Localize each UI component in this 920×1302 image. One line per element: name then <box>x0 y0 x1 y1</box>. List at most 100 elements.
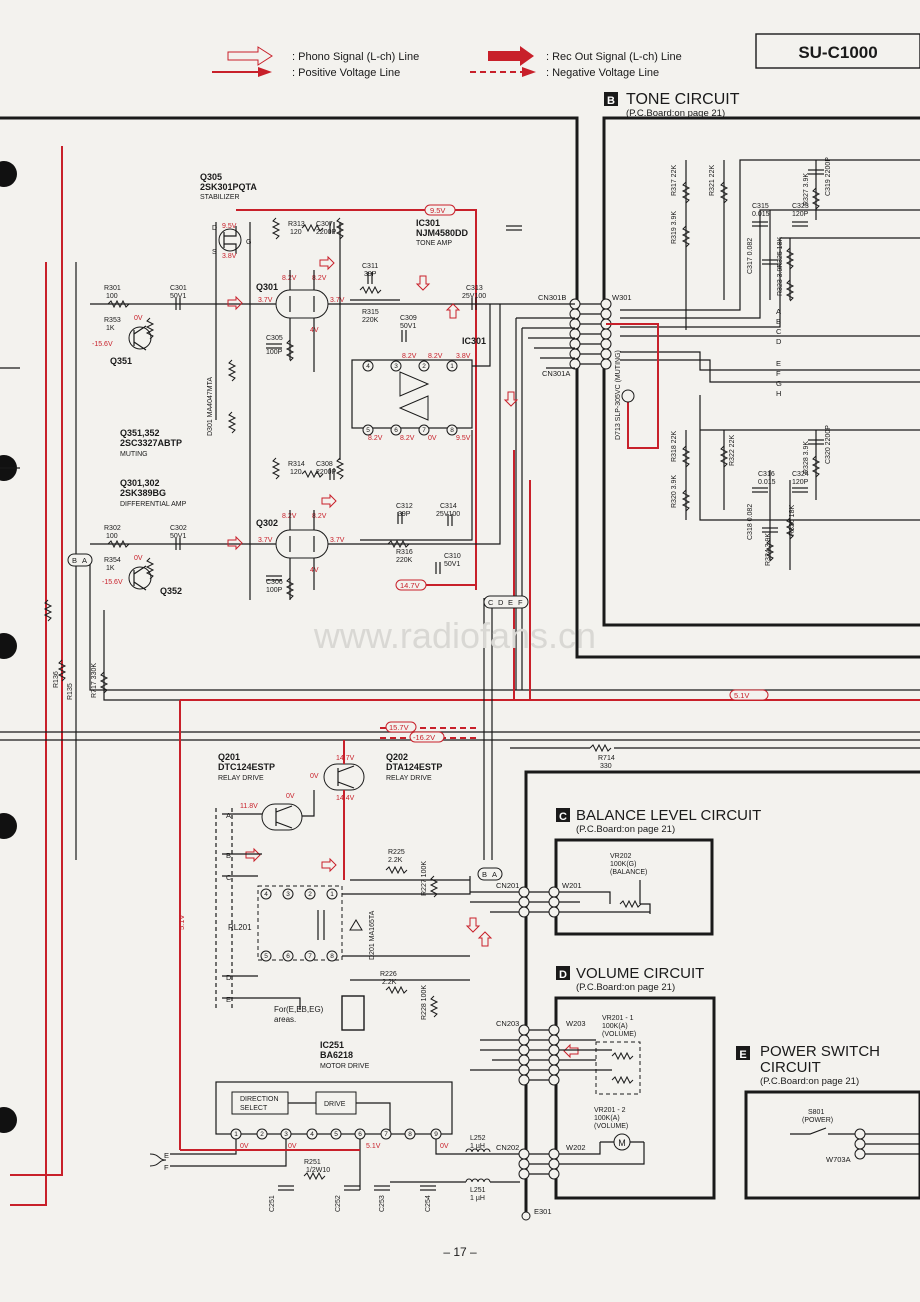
l251-value: 1 µH <box>470 1195 485 1202</box>
svg-text:2: 2 <box>422 363 426 370</box>
c316-label: C316 <box>758 471 775 478</box>
vr201-1-label: VR201 - 1 <box>602 1015 634 1022</box>
l252-value: 1 µH <box>470 1143 485 1150</box>
svg-text:D: D <box>212 225 217 232</box>
relay-b: B <box>226 851 231 860</box>
svg-text:B: B <box>72 556 77 565</box>
svg-text:Q351: Q351 <box>110 356 132 366</box>
tone-board-border <box>602 116 920 627</box>
c301-value: 50V1 <box>170 293 186 300</box>
power-board-box <box>744 1090 920 1200</box>
r225 <box>385 865 408 875</box>
model-number: SU-C1000 <box>798 43 877 62</box>
ic301-opamp-b <box>398 395 429 421</box>
page-number: – 17 – <box>443 1245 477 1259</box>
e301-ground <box>521 1211 531 1221</box>
svg-text:3: 3 <box>394 363 398 370</box>
svg-text:14.4V: 14.4V <box>336 795 355 802</box>
c305-label: C305 <box>266 335 283 342</box>
svg-text:5.1V: 5.1V <box>366 1143 381 1150</box>
power-pcb-note: (P.C.Board:on page 21) <box>760 1076 859 1087</box>
r227 <box>429 875 439 898</box>
r227-label: R227 100K <box>421 861 428 896</box>
svg-text:4: 4 <box>366 363 370 370</box>
relay-d: D <box>226 973 232 982</box>
plus-9v5-tag <box>424 204 456 216</box>
s801-switch[interactable] <box>790 1127 856 1135</box>
legend-phono: : Phono Signal (L-ch) Line <box>292 51 419 63</box>
svg-text:8.2V: 8.2V <box>282 275 297 282</box>
tone-port-c: C <box>776 327 782 336</box>
binding-hole <box>0 1107 17 1133</box>
vr202-function: (BALANCE) <box>610 869 647 876</box>
vr202-pot <box>619 899 642 909</box>
svg-text:Q301: Q301 <box>256 282 278 292</box>
svg-text:RELAY DRIVE: RELAY DRIVE <box>218 775 264 782</box>
d201-label: D201 MA165TA <box>369 910 376 960</box>
svg-text:RELAY DRIVE: RELAY DRIVE <box>386 775 432 782</box>
svg-text:3.8V: 3.8V <box>222 253 237 260</box>
vr201-1-value: 100K(A) <box>602 1023 628 1030</box>
svg-text:6: 6 <box>358 1131 362 1138</box>
svg-text:0V: 0V <box>440 1143 449 1150</box>
l251 <box>465 1178 491 1183</box>
svg-text:A: A <box>492 870 497 879</box>
watermark-text: www.radiofans.cn <box>313 615 596 656</box>
ic301-role: TONE AMP <box>416 240 452 247</box>
svg-text:Q352: Q352 <box>160 586 182 596</box>
motor-letter: M <box>618 1138 626 1148</box>
r301-label: R301 <box>104 285 121 292</box>
svg-text:DTA124ESTP: DTA124ESTP <box>386 762 442 772</box>
s801-function: (POWER) <box>802 1117 833 1124</box>
svg-text:CN301B: CN301B <box>538 293 566 302</box>
svg-text:2: 2 <box>308 891 312 898</box>
vr201-2-label: VR201 - 2 <box>594 1107 626 1114</box>
svg-text:5: 5 <box>366 427 370 434</box>
ic301-ref: IC301 <box>416 218 440 228</box>
c307-value: 2200P <box>316 229 337 236</box>
svg-text:8: 8 <box>330 953 334 960</box>
plus-14v7-tag <box>395 579 427 591</box>
r326-label: R326 18K <box>789 505 796 536</box>
vr201-2-pot <box>611 1075 634 1085</box>
q351-transistor: Q351 0V -15.6V <box>92 315 152 366</box>
ic301-type: NJM4580DD <box>416 228 469 238</box>
lower-signal-path <box>90 304 501 545</box>
r319-label: R319 3.9K <box>671 211 678 244</box>
r317-label: R317 22K <box>671 165 678 196</box>
direction-select-text2: SELECT <box>240 1105 268 1112</box>
rl201-label: RL201 <box>228 923 252 932</box>
c313-value: 25V100 <box>462 293 486 300</box>
c315-value: 0.015 <box>752 211 770 218</box>
svg-text:0V: 0V <box>310 773 319 780</box>
vr201-1-pot <box>611 1051 634 1061</box>
s801-label: S801 <box>808 1109 824 1116</box>
r314-label: R314 <box>288 461 305 468</box>
svg-text:3.8V: 3.8V <box>456 353 471 360</box>
c301-label: C301 <box>170 285 187 292</box>
w703a-pins <box>854 1128 866 1160</box>
model-box <box>755 33 920 69</box>
svg-text:8.2V: 8.2V <box>428 353 443 360</box>
svg-text:8: 8 <box>408 1131 412 1138</box>
r353-value: 1K <box>106 325 115 332</box>
svg-text:0V: 0V <box>134 315 143 322</box>
muting-transistor-notes: Q351,352 2SC3327ABTP MUTING Q301,302 2SK… <box>120 428 187 508</box>
e301-label: E301 <box>534 1207 552 1216</box>
svg-text:W201: W201 <box>562 881 582 890</box>
c309-label: C309 <box>400 315 417 322</box>
r228 <box>429 995 439 1018</box>
svg-text:8.2V: 8.2V <box>368 435 383 442</box>
r353-label: R353 <box>104 317 121 324</box>
r228-label: R228 100K <box>421 985 428 1020</box>
svg-text:9.5V: 9.5V <box>222 223 237 230</box>
volume-board-box <box>554 996 716 1200</box>
svg-text:9.5V: 9.5V <box>456 435 471 442</box>
r302-label: R302 <box>104 525 121 532</box>
ic301-pins <box>362 360 458 436</box>
r354-label: R354 <box>104 557 121 564</box>
q352-transistor: Q352 0V -15.6V <box>102 555 182 596</box>
volume-pcb-note: (P.C.Board:on page 21) <box>576 982 675 993</box>
r315-value: 220K <box>362 317 379 324</box>
r323-label: R323 3.9K <box>777 263 784 296</box>
